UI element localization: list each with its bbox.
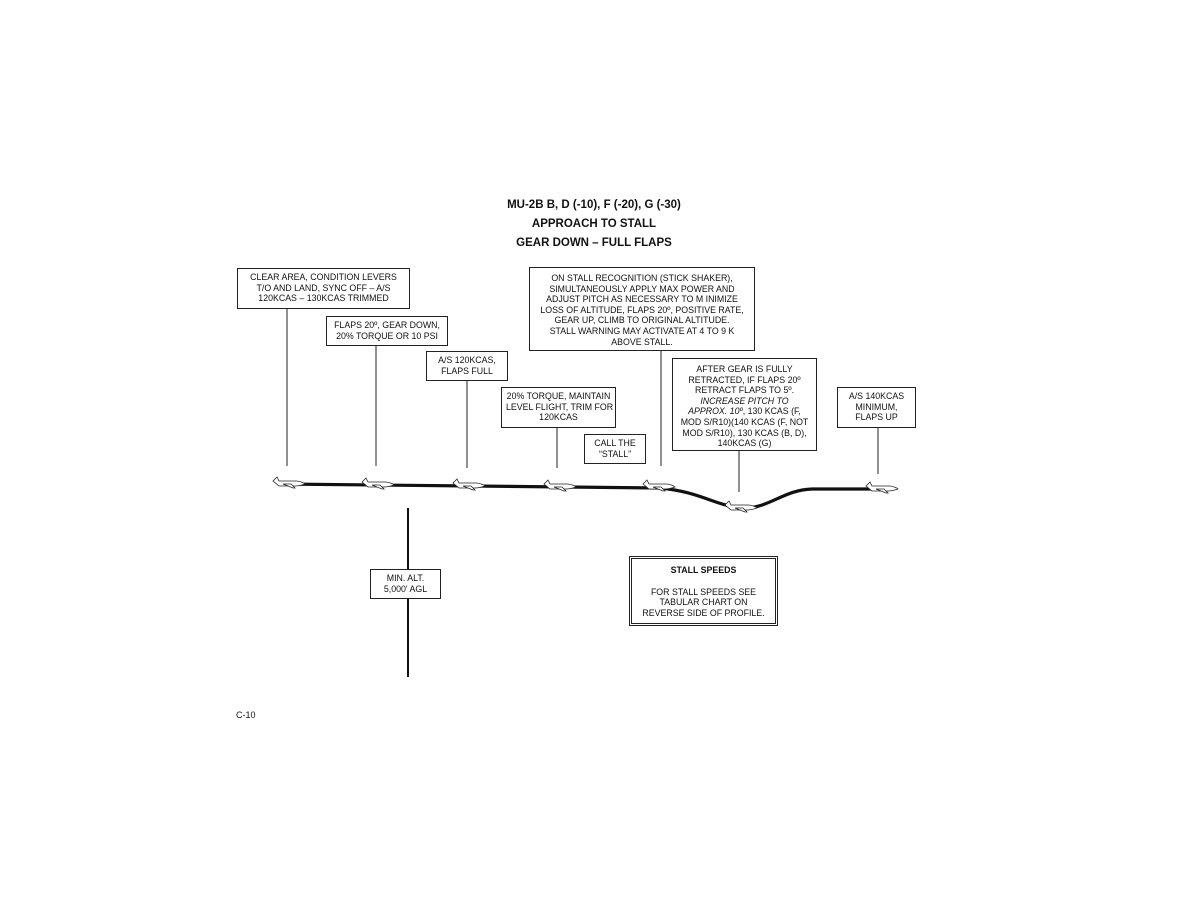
callout-line: ABOVE STALL. (611, 336, 673, 347)
callout-torque-level: 20% TORQUE, MAINTAIN LEVEL FLIGHT, TRIM … (501, 387, 616, 428)
aircraft-icon (642, 479, 676, 492)
callout-flaps-gear: FLAPS 20º, GEAR DOWN, 20% TORQUE OR 10 P… (326, 316, 448, 346)
diagram-title: MU-2B B, D (-10), F (-20), G (-30) (507, 199, 681, 211)
aircraft-icon (361, 477, 395, 490)
callout-line: LOSS OF ALTITUDE, FLAPS 20º, POSITIVE RA… (540, 304, 744, 315)
callout-line: FLAPS 20º, GEAR DOWN, (334, 320, 440, 330)
callout-line: ON STALL RECOGNITION (STICK SHAKER), (551, 273, 733, 283)
diagram-subtitle: APPROACH TO STALL (531, 218, 657, 230)
callout-line: LEVEL FLIGHT, TRIM FOR (506, 401, 614, 412)
callout-line: MOD S/R10)(140 KCAS (F, NOT (680, 416, 809, 427)
aircraft-icon (865, 481, 899, 494)
callout-line: CLEAR AREA, CONDITION LEVERS (250, 272, 397, 282)
flight-path (279, 482, 890, 510)
callout-min-alt: MIN. ALT. 5,000' AGL (370, 569, 441, 599)
callout-stall-recognition: ON STALL RECOGNITION (STICK SHAKER), SIM… (529, 267, 755, 351)
callout-line: STALL WARNING MAY ACTIVATE AT 4 TO 9 K (549, 325, 735, 336)
callout-line: A/S 140KCAS (848, 391, 905, 401)
callout-as-flaps-full: A/S 120KCAS, FLAPS FULL (426, 351, 508, 381)
stall-speeds-heading: STALL SPEEDS (670, 565, 737, 575)
callout-line: FLAPS FULL (441, 365, 493, 376)
callout-line: ADJUST PITCH AS NECESSARY TO M INIMIZE (546, 294, 738, 305)
callout-after-gear: AFTER GEAR IS FULLY RETRACTED, IF FLAPS … (672, 358, 817, 451)
callout-line-italic: INCREASE PITCH TO (700, 395, 789, 406)
callout-line: 120KCAS – 130KCAS TRIMMED (258, 293, 389, 304)
callout-line: AFTER GEAR IS FULLY (696, 364, 793, 374)
callout-line: MOD S/R10), 130 KCAS (B, D), (682, 427, 807, 438)
callout-italic-text: APPROX. 10º (688, 406, 743, 417)
callout-line: T/O AND LAND, SYNC OFF – A/S (256, 282, 391, 293)
aircraft-icon (543, 479, 577, 492)
callout-line: “STALL” (598, 448, 632, 459)
callout-text: , 130 KCAS (F, (742, 406, 801, 417)
callout-line: 20% TORQUE OR 10 PSI (336, 330, 438, 341)
callout-line: CALL THE (594, 438, 636, 448)
stall-speeds-line: FOR STALL SPEEDS SEE (650, 586, 757, 597)
leader-lines (286, 308, 879, 492)
callout-line: MIN. ALT. (386, 573, 425, 583)
aircraft-icons (272, 476, 899, 513)
aircraft-icon (272, 476, 306, 489)
callout-call-stall: CALL THE “STALL” (584, 434, 646, 464)
callout-line: APPROX. 10º, 130 KCAS (F, (677, 406, 812, 417)
callout-line: 5,000' AGL (383, 583, 428, 594)
stall-speeds-line: REVERSE SIDE OF PROFILE. (642, 607, 765, 618)
callout-line: RETRACT FLAPS TO 5º. (694, 385, 795, 396)
callout-line: A/S 120KCAS, (438, 355, 496, 365)
aircraft-icon (724, 500, 758, 513)
callout-line: RETRACTED, IF FLAPS 20º (688, 374, 801, 385)
stall-speeds-line: TABULAR CHART ON (659, 597, 748, 608)
callout-line: 140KCAS (G) (717, 438, 772, 449)
callout-as-140: A/S 140KCAS MINIMUM, FLAPS UP (837, 387, 916, 428)
callout-line: 20% TORQUE, MAINTAIN (506, 391, 611, 401)
callout-line: MINIMUM, (855, 401, 898, 412)
callout-line: GEAR UP, CLIMB TO ORIGINAL ALTITUDE. (554, 315, 730, 326)
aircraft-icon (452, 478, 486, 491)
callout-line: FLAPS UP (855, 412, 898, 423)
page-number: C-10 (236, 710, 256, 720)
diagram-condition: GEAR DOWN – FULL FLAPS (516, 237, 672, 249)
callout-line: 120KCAS (539, 412, 578, 423)
callout-line: SIMULTANEOUSLY APPLY MAX POWER AND (549, 283, 735, 294)
stall-speeds-box: STALL SPEEDS FOR STALL SPEEDS SEE TABULA… (629, 556, 778, 626)
callout-clear-area: CLEAR AREA, CONDITION LEVERS T/O AND LAN… (237, 268, 410, 309)
